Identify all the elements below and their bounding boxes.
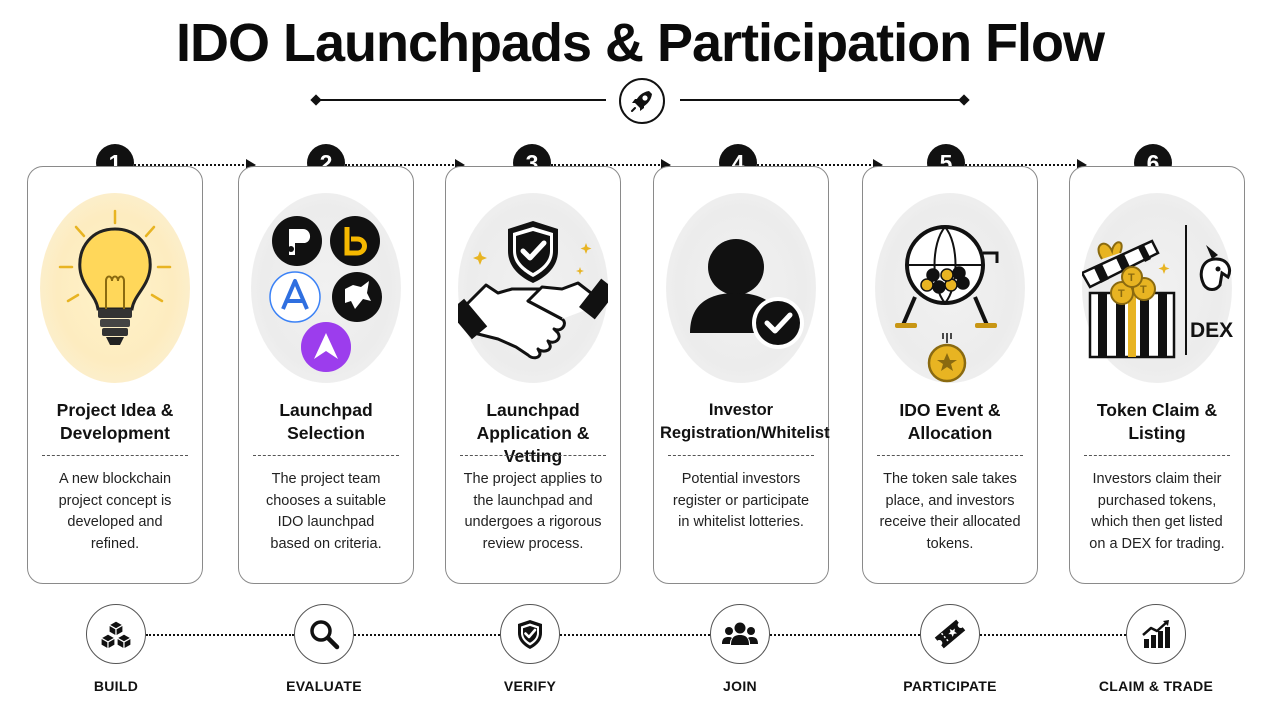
- growth-chart-icon: [1126, 604, 1186, 664]
- title-rule-left: [316, 99, 606, 101]
- step-title-line: Investor: [708, 401, 774, 419]
- step-connector: [757, 164, 875, 166]
- stage-label-evaluate: EVALUATE: [286, 678, 362, 694]
- svg-text:T: T: [1140, 284, 1147, 296]
- step-card-project-idea: Project Idea & Development A new blockch…: [27, 166, 203, 584]
- connector-arrow: [661, 159, 671, 171]
- stage-connector: [146, 634, 294, 636]
- step-title-line: Selection: [287, 423, 365, 443]
- card-divider: [42, 455, 188, 456]
- step-title-line: Token Claim &: [1096, 400, 1218, 420]
- step-title: Token Claim & Listing: [1076, 399, 1238, 445]
- step-description: The token sale takes place, and investor…: [879, 471, 1021, 552]
- step-card-application-vetting: Launchpad Application & Vetting The proj…: [445, 166, 621, 584]
- step-title-line: Listing: [1128, 423, 1186, 443]
- dex-badge: DEX: [1190, 319, 1234, 342]
- title-rule-left-diamond: [310, 94, 322, 106]
- stage-connector: [354, 634, 500, 636]
- group-icon: [710, 604, 770, 664]
- step-description: The project team chooses a suitable IDO …: [265, 471, 387, 552]
- step-connector: [965, 164, 1079, 166]
- step-title-line: Development: [60, 423, 170, 443]
- step-title: Project Idea & Development: [34, 399, 196, 445]
- title-rule-right-diamond: [958, 94, 970, 106]
- card-divider: [460, 455, 606, 456]
- step-title-line: Application & Vetting: [476, 423, 590, 466]
- step-description: The project applies to the launchpad and…: [463, 471, 603, 552]
- step-description: Investors claim their purchased tokens, …: [1089, 471, 1225, 552]
- stage-label-participate: PARTICIPATE: [903, 678, 997, 694]
- svg-text:T: T: [1128, 272, 1135, 284]
- step-title-line: Launchpad: [279, 400, 373, 420]
- connector-arrow: [873, 159, 883, 171]
- step-connector: [134, 164, 248, 166]
- step-connector: [345, 164, 457, 166]
- stage-connector: [770, 634, 920, 636]
- ticket-icon: [920, 604, 980, 664]
- handshake-shield-icon: [458, 193, 608, 383]
- step-card-ido-event: IDO Event & Allocation The token sale ta…: [862, 166, 1038, 584]
- lightbulb-icon: [40, 193, 190, 383]
- card-divider: [1084, 455, 1230, 456]
- svg-text:T: T: [1118, 288, 1125, 300]
- page-title: IDO Launchpads & Participation Flow: [175, 13, 1105, 73]
- shield-check-icon: [500, 604, 560, 664]
- step-card-investor-registration: Investor Registration/Whitelist Potentia…: [653, 166, 830, 584]
- step-title-line: Launchpad: [486, 400, 580, 420]
- step-connector: [551, 164, 663, 166]
- rocket-icon: [619, 78, 665, 124]
- launchpad-logos-icon: [251, 193, 401, 383]
- step-description: Potential investors register or particip…: [672, 471, 810, 530]
- stage-connector: [980, 634, 1126, 636]
- card-divider: [253, 455, 399, 456]
- step-title-line: Registration/Whitelist: [660, 424, 830, 442]
- connector-arrow: [1077, 159, 1087, 171]
- stage-label-claim-trade: CLAIM & TRADE: [1098, 678, 1214, 694]
- connector-arrow: [246, 159, 256, 171]
- stage-label-build: BUILD: [93, 678, 139, 694]
- step-title: Investor Registration/Whitelist: [660, 399, 830, 445]
- magnifier-icon: [294, 604, 354, 664]
- card-divider: [877, 455, 1023, 456]
- stage-label-verify: VERIFY: [503, 678, 557, 694]
- step-title-line: Allocation: [907, 423, 993, 443]
- connector-arrow: [455, 159, 465, 171]
- card-divider: [668, 455, 814, 456]
- user-check-icon: [666, 193, 816, 383]
- blocks-icon: [86, 604, 146, 664]
- step-description: A new blockchain project concept is deve…: [58, 471, 172, 552]
- stage-label-join: JOIN: [723, 678, 757, 694]
- step-title-line: Project Idea &: [56, 400, 174, 420]
- lottery-drum-icon: [875, 193, 1025, 383]
- step-card-launchpad-selection: Launchpad Selection The project team cho…: [238, 166, 414, 584]
- title-rule-right: [680, 99, 964, 101]
- step-title: IDO Event & Allocation: [869, 399, 1031, 445]
- step-title: Launchpad Application & Vetting: [452, 399, 614, 468]
- step-title: Launchpad Selection: [245, 399, 407, 445]
- stage-connector: [560, 634, 710, 636]
- step-title-line: IDO Event &: [899, 400, 1001, 420]
